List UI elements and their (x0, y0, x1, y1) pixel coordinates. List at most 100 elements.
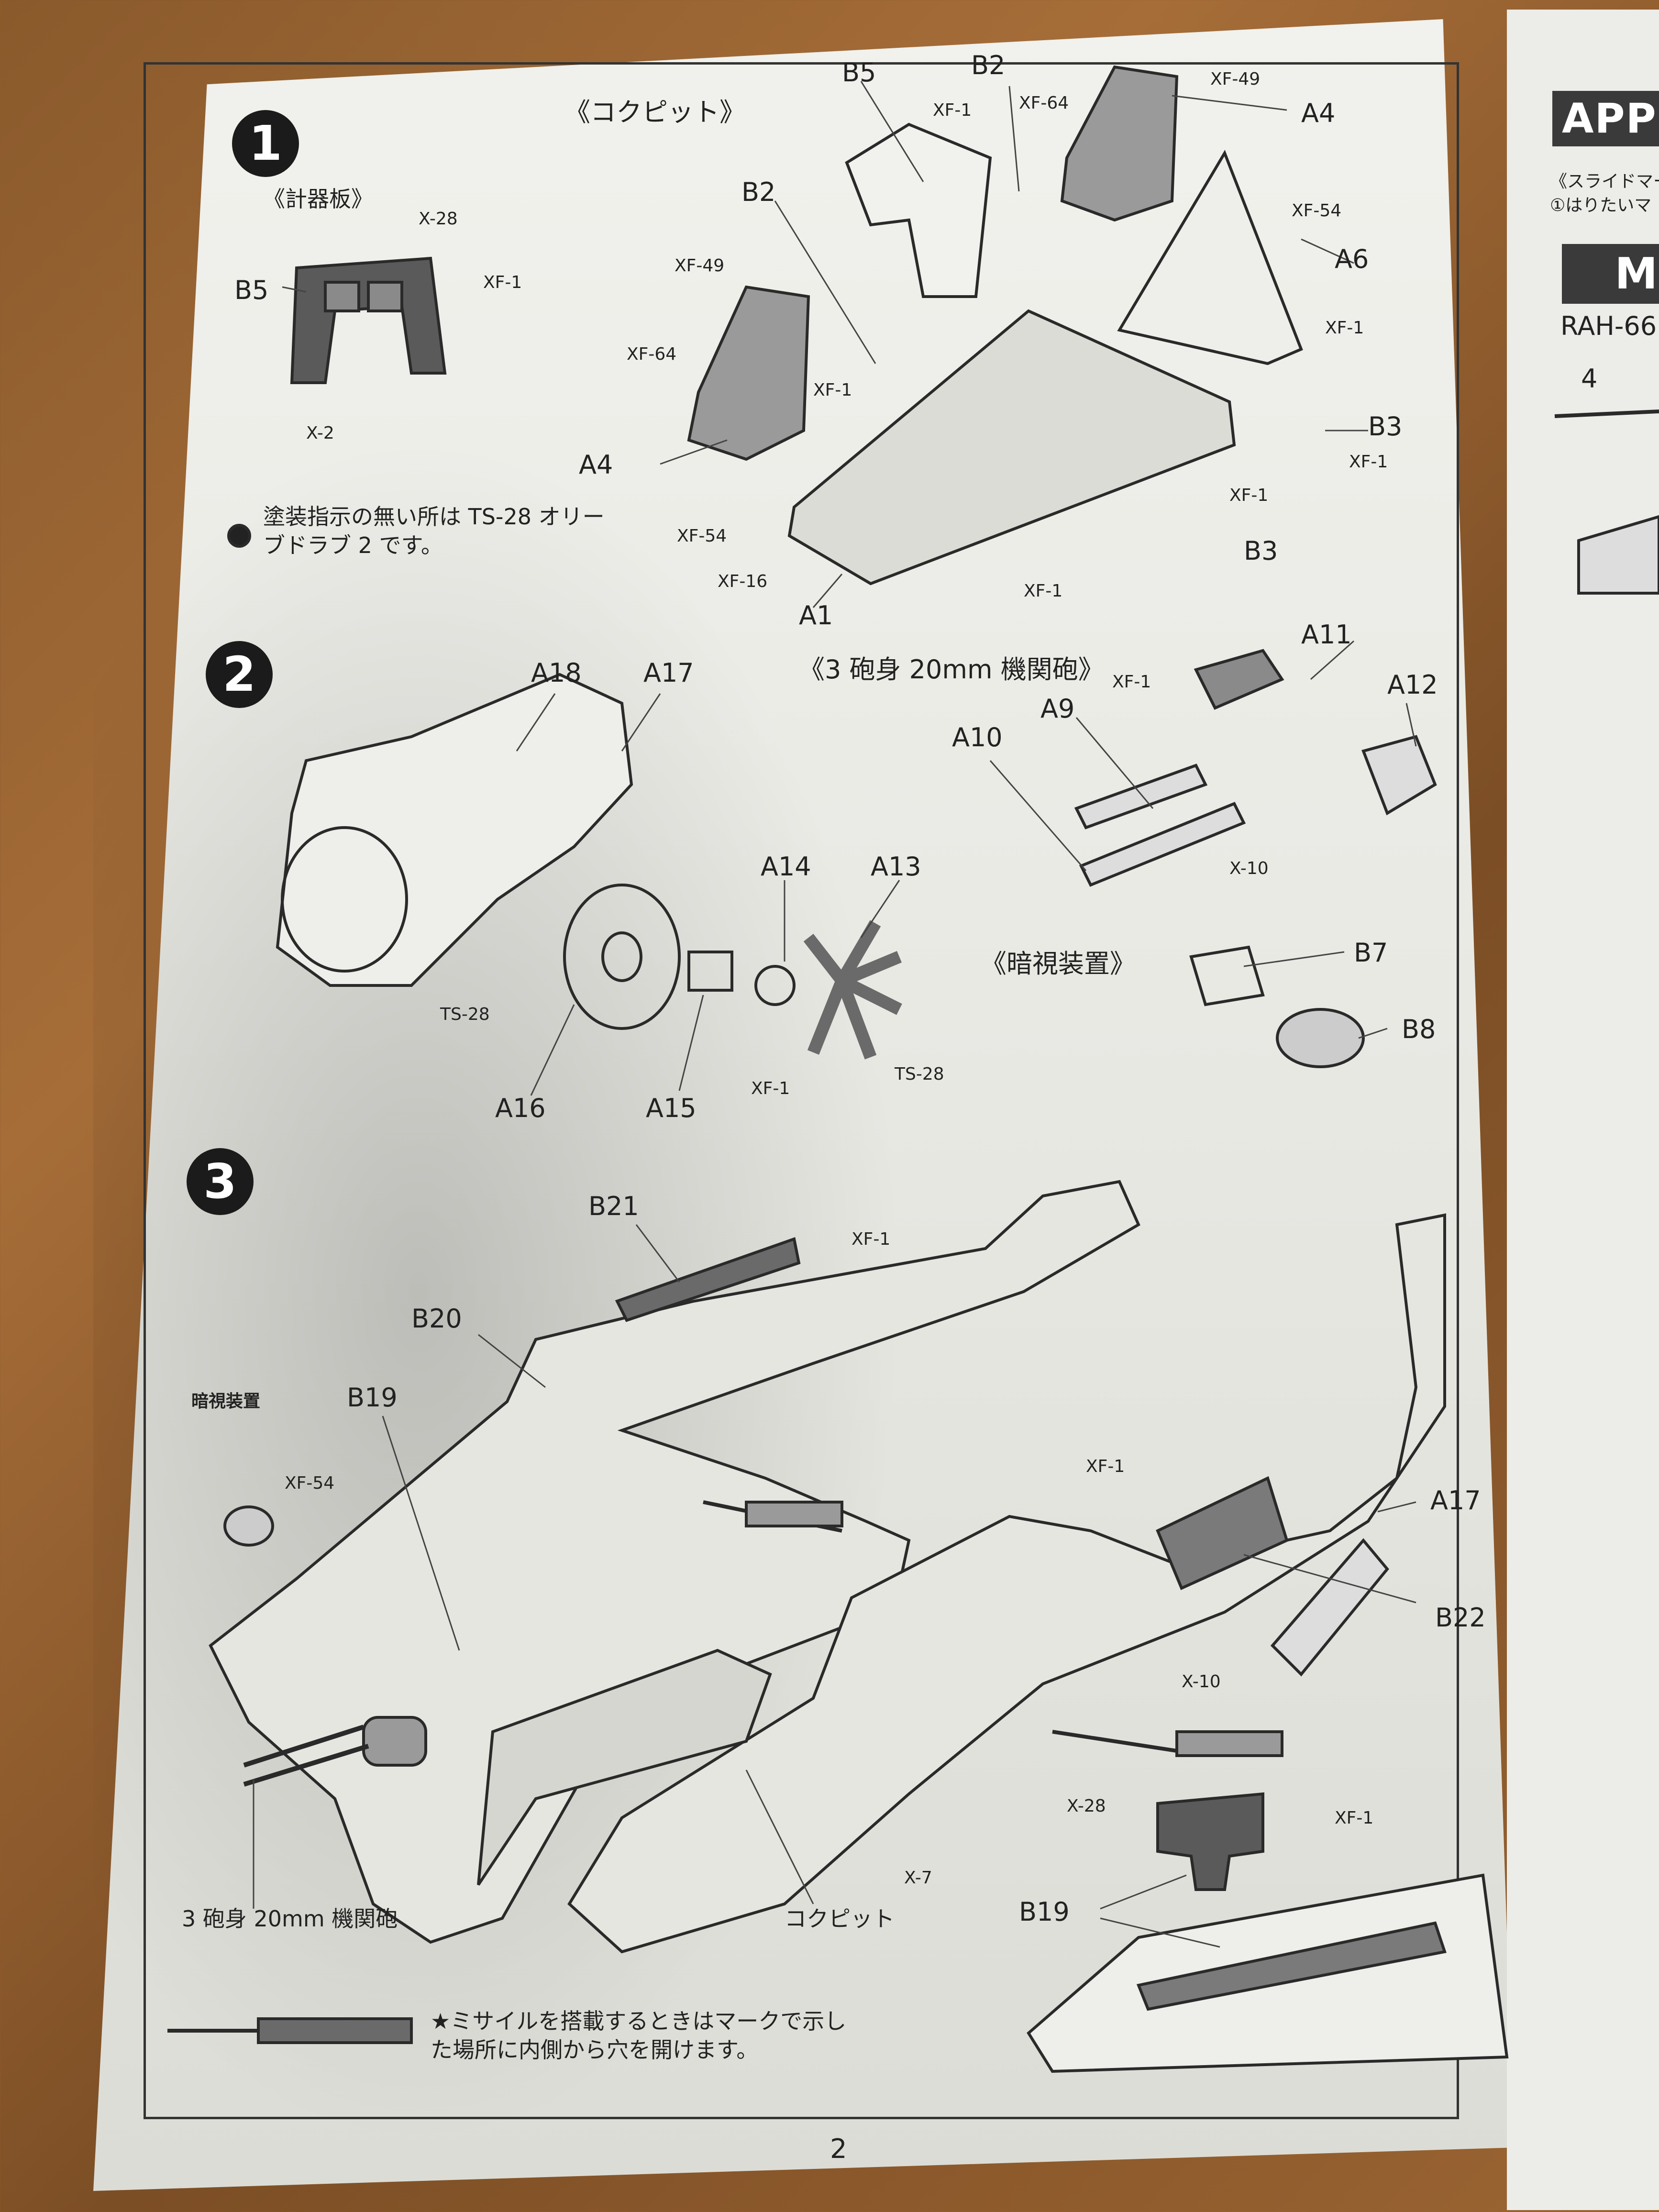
gun-housing-a12 (1361, 735, 1437, 816)
right-text: 《スライドマー (1550, 172, 1659, 191)
nv-b7 (1189, 945, 1265, 1006)
gun-barrel-a10 (1079, 802, 1246, 887)
part-label: B21 (588, 1191, 639, 1221)
tail-boom-a17 (276, 673, 633, 987)
rotor-a13 (803, 920, 902, 1060)
nv-b8 (1276, 1008, 1365, 1068)
part-label: A16 (495, 1093, 546, 1123)
step-number: 1 (232, 110, 299, 177)
paint-label: XF-16 (718, 572, 768, 591)
seat-a4-left (687, 285, 810, 461)
paint-label: XF-54 (677, 526, 727, 546)
paint-label: XF-1 (852, 1229, 891, 1249)
paint-label: X-2 (306, 423, 334, 443)
paint-label: XF-1 (1335, 1808, 1374, 1828)
part-label: A4 (1301, 98, 1336, 128)
callout: 3 砲身 20mm 機関砲 (182, 1906, 398, 1932)
panel-b21 (615, 1237, 801, 1322)
paint-label: TS-28 (895, 1064, 944, 1084)
bulkhead-a6 (1117, 150, 1303, 365)
part-label: A11 (1301, 619, 1352, 650)
part-label: B2 (741, 177, 776, 207)
part-label: A10 (952, 722, 1003, 752)
part-label: B19 (347, 1382, 398, 1413)
paint-label: X-10 (1229, 859, 1269, 878)
right-text: ①はりたいマ (1550, 196, 1652, 215)
cockpit-assembly (477, 1648, 772, 1886)
canopy-frame-b5 (845, 122, 992, 298)
step-title: 《3 砲身 20mm 機関砲》 (799, 654, 1104, 685)
paint-label: XF-1 (1024, 581, 1063, 601)
step-subtitle: 《計器板》 (263, 186, 373, 212)
paint-label: XF-1 (1349, 452, 1388, 472)
part-label: A18 (531, 658, 582, 688)
part-label: A4 (579, 450, 613, 480)
panel-b22 (1270, 1538, 1389, 1677)
part-label: A9 (1040, 694, 1075, 724)
paint-label: TS-28 (440, 1005, 490, 1024)
part-label: A12 (1387, 670, 1438, 700)
part-label: B2 (971, 50, 1006, 80)
paint-label: X-7 (904, 1868, 932, 1888)
paint-label: XF-54 (1292, 201, 1342, 221)
paint-label: X-28 (419, 209, 458, 229)
paint-label: X-28 (1067, 1796, 1106, 1816)
part-label: B8 (1402, 1014, 1436, 1044)
gun-turret (362, 1716, 427, 1767)
paint-legend: 塗装指示の無い所は TS-28 オリーブドラブ 2 です。 (263, 504, 605, 558)
step-number: 2 (206, 641, 273, 708)
part-label: A17 (1430, 1485, 1481, 1515)
paint-label: XF-49 (1210, 69, 1261, 89)
paint-label: XF-64 (627, 344, 677, 364)
page-frame (144, 62, 1459, 2119)
panel-b19 (1156, 1792, 1264, 1891)
part-label: B3 (1244, 536, 1278, 566)
part-label: B22 (1435, 1603, 1486, 1633)
part-label: B7 (1354, 938, 1388, 968)
gun-mount-a11 (1194, 649, 1284, 710)
paint-label: XF-1 (751, 1079, 790, 1098)
seat-a4-right (1060, 65, 1179, 222)
part-label: B20 (411, 1304, 462, 1334)
part-label: B5 (842, 57, 876, 88)
part-a14 (754, 965, 796, 1006)
paint-label: XF-1 (1229, 486, 1269, 505)
paint-label: XF-1 (483, 273, 522, 292)
paint-label: XF-1 (813, 380, 852, 400)
page-number: 2 (830, 2134, 847, 2165)
m-box: M (1562, 244, 1659, 304)
cockpit-tub-a1 (787, 309, 1236, 586)
part-label: B3 (1368, 411, 1403, 442)
callout: コクピット (785, 1906, 895, 1932)
apply-header: APPLY (1552, 91, 1659, 146)
paint-label: XF-1 (1112, 672, 1151, 692)
paint-label: XF-1 (1086, 1457, 1125, 1476)
part-label: B19 (1019, 1897, 1070, 1927)
callout: 暗視装置 (191, 1392, 261, 1411)
instrument-panel-b5 (290, 256, 447, 384)
part-label: A14 (761, 852, 811, 882)
paint-label: XF-54 (285, 1473, 335, 1493)
paint-label: XF-1 (933, 100, 972, 120)
callout-number: 4 (1581, 364, 1598, 394)
missile-note: ★ミサイルを搭載するときはマークで示した場所に内側から穴を開けます。 (431, 2008, 847, 2063)
part-label: A17 (643, 658, 694, 688)
paint-label: XF-49 (675, 256, 725, 276)
step-number: 3 (187, 1148, 254, 1215)
missile-icon (257, 2017, 413, 2044)
paint-label: XF-64 (1019, 93, 1069, 113)
nv-sensor (223, 1505, 274, 1547)
gun-barrel-a9 (1074, 763, 1208, 830)
paint-label: XF-1 (1325, 318, 1364, 338)
model-label: RAH-66 (1560, 311, 1657, 341)
part-label: A1 (799, 600, 833, 630)
part-a15 (687, 951, 733, 992)
paint-label: X-10 (1182, 1672, 1221, 1692)
fan-a16 (563, 884, 681, 1030)
part-label: B5 (234, 275, 269, 305)
step-title: 《コクピット》 (564, 97, 745, 127)
step-subtitle: 《暗視装置》 (981, 949, 1136, 979)
part-label: A6 (1335, 244, 1369, 274)
next-page (1507, 10, 1659, 2210)
